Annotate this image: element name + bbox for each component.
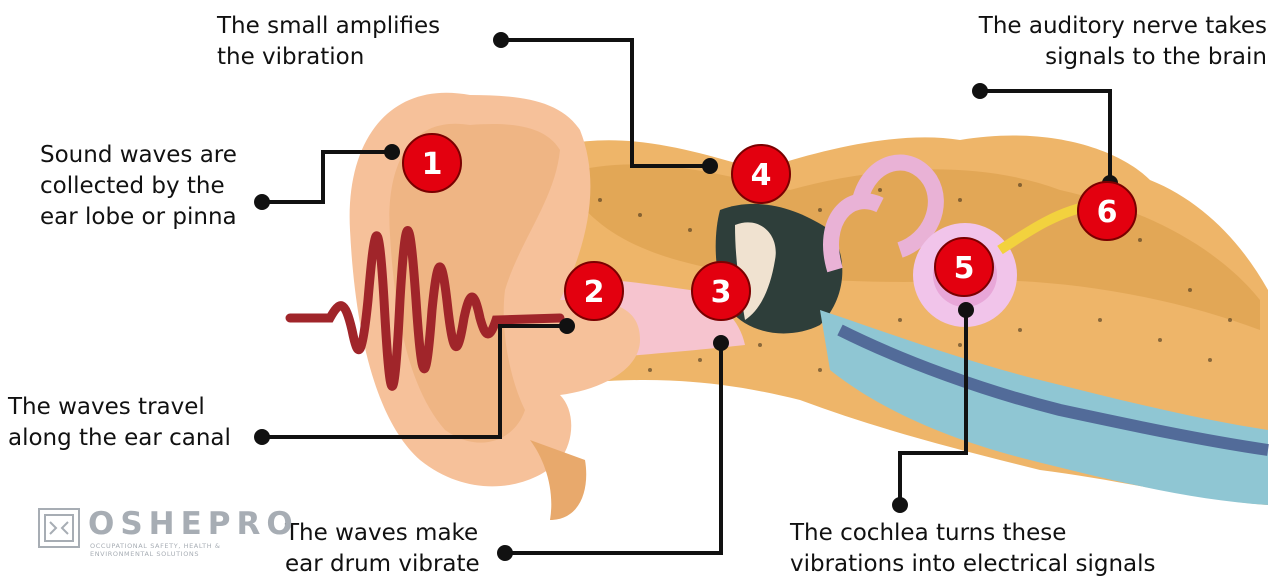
marker-3: 3 <box>692 262 750 320</box>
leader-dot <box>972 83 988 99</box>
marker-5: 5 <box>935 238 993 296</box>
leader-dot <box>254 429 270 445</box>
oshepro-logo: OSHEPRO OCCUPATIONAL SAFETY, HEALTH & EN… <box>38 508 268 568</box>
svg-text:4: 4 <box>751 158 772 193</box>
label-step-6: The auditory nerve takes signals to the … <box>979 11 1267 73</box>
label-step-5: The cochlea turns these vibrations into … <box>790 518 1156 580</box>
label-step-1: Sound waves are collected by the ear lob… <box>40 140 237 233</box>
marker-4: 4 <box>732 145 790 203</box>
marker-2: 2 <box>565 262 623 320</box>
leader-dot <box>713 335 729 351</box>
logo-tagline: OCCUPATIONAL SAFETY, HEALTH & ENVIRONMEN… <box>90 542 280 558</box>
leader-dot <box>493 32 509 48</box>
label-step-2: The waves travel along the ear canal <box>8 392 231 454</box>
svg-text:3: 3 <box>711 275 732 310</box>
label-step-3: The waves make ear drum vibrate <box>285 518 480 580</box>
logo-mark-icon <box>38 508 80 548</box>
leader-dot <box>254 194 270 210</box>
leader-dot <box>559 318 575 334</box>
leader-dot <box>892 497 908 513</box>
marker-6: 6 <box>1078 182 1136 240</box>
leader-dot <box>384 144 400 160</box>
marker-1: 1 <box>403 134 461 192</box>
label-step-4: The small amplifies the vibration <box>217 11 440 73</box>
leader-dot <box>497 545 513 561</box>
logo-wordmark: OSHEPRO <box>88 506 299 542</box>
svg-text:1: 1 <box>422 147 443 182</box>
svg-text:6: 6 <box>1097 195 1118 230</box>
leader-dot <box>958 302 974 318</box>
svg-text:5: 5 <box>954 251 975 286</box>
leader-dot <box>702 158 718 174</box>
svg-text:2: 2 <box>584 275 605 310</box>
